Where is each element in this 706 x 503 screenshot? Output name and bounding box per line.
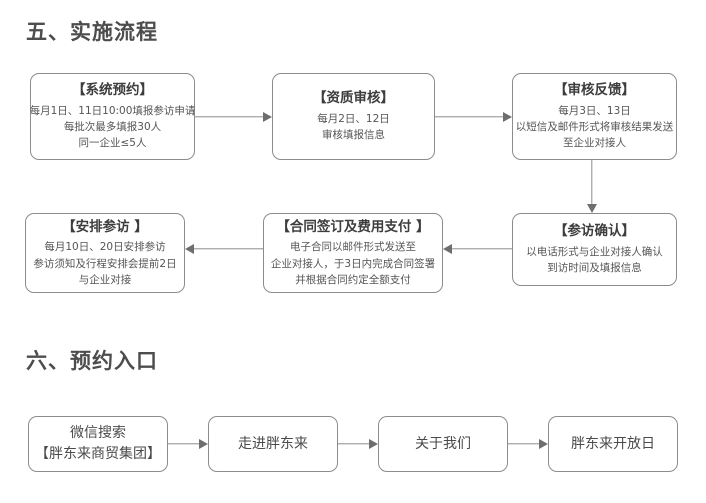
node-line: 审核填报信息 [321,129,385,142]
entry-node-wechat-search[interactable]: 微信搜索 【胖东来商贸集团】 [28,416,168,472]
node-line: 【胖东来商贸集团】 [35,446,161,462]
arrow-head-icon [369,439,378,449]
node-line: 每月3日、13日 [558,104,631,117]
arrow-head-icon [503,112,512,122]
node-line: 微信搜索 [70,425,126,441]
arrow-shaft [435,116,504,118]
arrow-contract-payment-to-arrange-visit [185,241,263,257]
arrow-shaft [451,248,512,250]
node-title: 【安排参访 】 [62,218,148,235]
arrow-head-icon [185,244,194,254]
arrow-shaft [591,160,593,205]
node-line: 每月2日、12日 [317,113,390,126]
node-title: 【合同签订及费用支付 】 [276,218,430,235]
arrow-head-icon [587,204,597,213]
node-line: 企业对接人，于3日内完成合同签署 [270,257,436,270]
node-title: 【资质审核】 [313,90,394,107]
process-node-arrange-visit[interactable]: 【安排参访 】 每月10日、20日安排参访 参访须知及行程安排会提前2日 与企业… [25,213,185,293]
arrow-review-feedback-to-visit-confirmation [584,160,600,213]
node-line: 参访须知及行程安排会提前2日 [33,257,177,270]
arrow-head-icon [539,439,548,449]
process-node-visit-confirmation[interactable]: 【参访确认】 以电话形式与企业对接人确认 到访时间及填报信息 [512,213,677,286]
entry-node-about-us[interactable]: 关于我们 [378,416,508,472]
section-heading-implementation-process: 五、实施流程 [26,20,158,44]
arrow-qualification-review-to-review-feedback [435,109,512,125]
entry-node-enter-pangdonglai[interactable]: 走进胖东来 [208,416,338,472]
entry-node-pangdonglai-open-day[interactable]: 胖东来开放日 [548,416,678,472]
arrow-shaft [508,443,540,445]
arrow-shaft [195,116,264,118]
section-heading-reservation-entry: 六、预约入口 [26,349,158,373]
node-line: 同一企业≤5人 [78,137,147,150]
arrow-shaft [168,443,200,445]
node-line: 每批次最多填报30人 [63,121,162,134]
process-node-review-feedback[interactable]: 【审核反馈】 每月3日、13日 以短信及邮件形式将审核结果发送 至企业对接人 [512,73,677,160]
arrow-system-reservation-to-qualification-review [195,109,272,125]
process-node-system-reservation[interactable]: 【系统预约】 每月1日、11日10:00填报参访申请 每批次最多填报30人 同一… [30,73,195,160]
arrow-head-icon [199,439,208,449]
arrow-head-icon [443,244,452,254]
arrow-enter-pangdonglai-to-about-us [338,436,378,452]
node-line: 走进胖东来 [238,435,308,452]
node-line: 胖东来开放日 [571,435,655,452]
node-line: 以短信及邮件形式将审核结果发送 [515,121,674,134]
node-line: 至企业对接人 [563,137,626,150]
arrow-visit-confirmation-to-contract-payment [443,241,512,257]
node-line: 电子合同以邮件形式发送至 [290,241,416,254]
node-title: 【参访确认】 [554,223,635,240]
node-line: 关于我们 [415,435,471,452]
process-node-contract-signing-and-payment[interactable]: 【合同签订及费用支付 】 电子合同以邮件形式发送至 企业对接人，于3日内完成合同… [263,213,443,293]
arrow-shaft [193,248,263,250]
arrow-shaft [338,443,370,445]
node-title: 【系统预约】 [72,82,153,99]
arrow-wechat-search-to-enter-pangdonglai [168,436,208,452]
arrow-head-icon [263,112,272,122]
process-node-qualification-review[interactable]: 【资质审核】 每月2日、12日 审核填报信息 [272,73,435,160]
node-line: 到访时间及填报信息 [547,262,642,275]
node-line: 每月1日、11日10:00填报参访申请 [29,104,196,117]
arrow-about-us-to-open-day [508,436,548,452]
node-line: 并根据合同约定全额支付 [295,273,411,286]
node-line: 与企业对接 [78,273,132,286]
node-line: 每月10日、20日安排参访 [44,241,166,254]
node-title: 【审核反馈】 [554,82,635,99]
node-line: 以电话形式与企业对接人确认 [526,246,663,259]
